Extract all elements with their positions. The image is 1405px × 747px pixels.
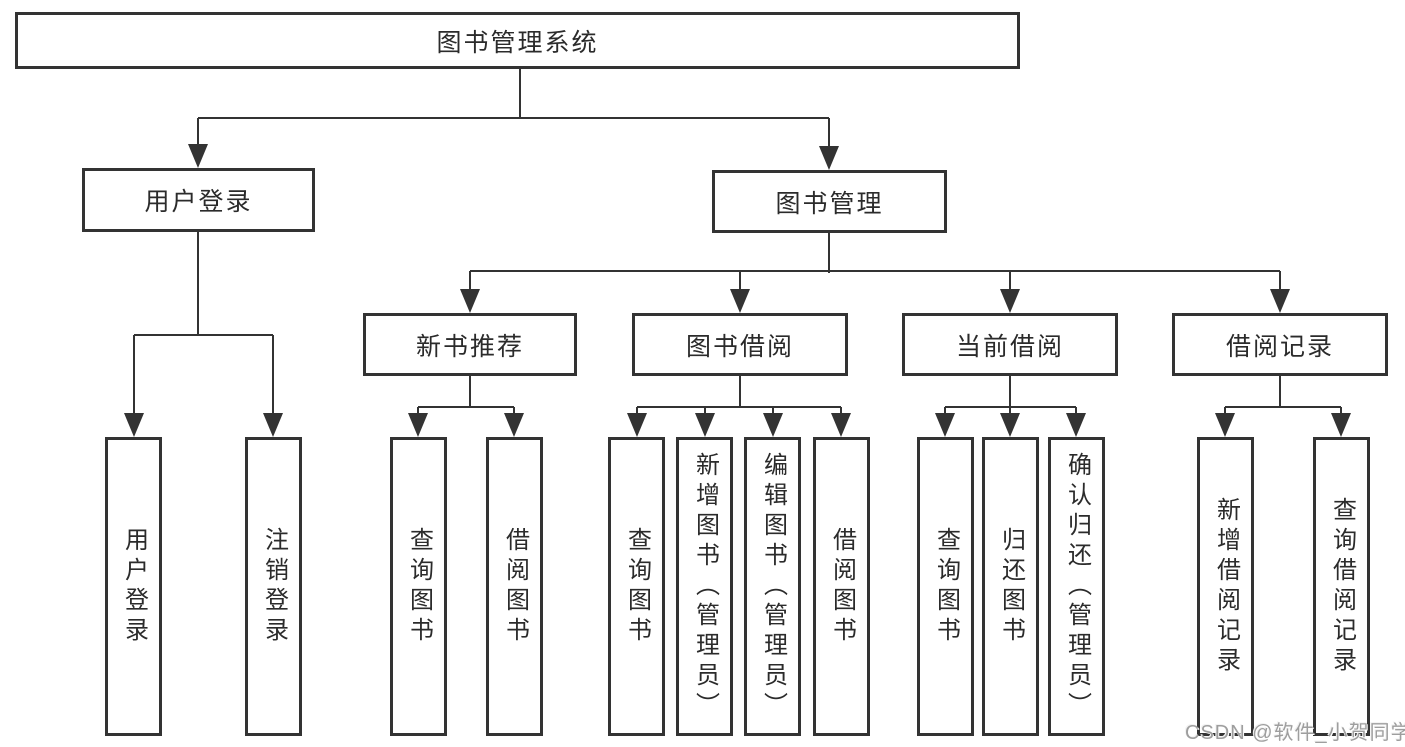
node-leaf-query-books-borrow: 查询图书 — [608, 437, 665, 736]
connector-line — [1008, 407, 1012, 417]
node-leaf-add-borrow-record: 新增借阅记录 — [1197, 437, 1254, 736]
connector-line — [738, 271, 742, 293]
node-leaf-borrow-books: 借阅图书 — [813, 437, 870, 736]
arrow-down-icon — [1066, 413, 1086, 437]
connector-line — [1223, 407, 1227, 417]
arrow-down-icon — [819, 146, 839, 170]
node-leaf-query-books-current: 查询图书 — [917, 437, 974, 736]
arrow-down-icon — [124, 413, 144, 437]
node-leaf-logout: 注销登录 — [245, 437, 302, 736]
connector-line — [418, 405, 514, 409]
node-label: 查询图书 — [932, 526, 960, 647]
arrow-down-icon — [935, 413, 955, 437]
connector-line — [132, 335, 136, 417]
connector-line — [468, 271, 472, 293]
node-label: 确认归还（管理员） — [1063, 451, 1091, 722]
node-leaf-edit-books-admin: 编辑图书（管理员） — [744, 437, 801, 736]
arrow-down-icon — [730, 289, 750, 313]
connector-line — [196, 232, 200, 336]
connector-line — [637, 405, 841, 409]
connector-line — [827, 118, 831, 152]
node-label: 图书借阅 — [685, 332, 794, 361]
arrow-down-icon — [1270, 289, 1290, 313]
connector-line — [512, 407, 516, 417]
arrow-down-icon — [188, 144, 208, 168]
csdn-watermark: CSDN @软件_小贺同学 — [1185, 722, 1405, 744]
connector-line — [196, 118, 200, 150]
connector-line — [1278, 271, 1282, 293]
connector-line — [1339, 407, 1343, 417]
node-label: 新增图书（管理员） — [691, 451, 719, 722]
connector-line — [1008, 271, 1012, 293]
connector-line — [416, 407, 420, 417]
node-root-system: 图书管理系统 — [15, 12, 1020, 69]
connector-line — [738, 376, 742, 408]
node-label: 图书管理 — [775, 189, 884, 218]
node-current-borrowing: 当前借阅 — [902, 313, 1118, 376]
node-label: 查询借阅记录 — [1328, 496, 1356, 677]
node-new-book-recommend: 新书推荐 — [363, 313, 577, 376]
node-label: 图书管理系统 — [436, 28, 599, 57]
node-label: 用户登录 — [144, 188, 253, 216]
node-label: 新书推荐 — [415, 332, 524, 361]
node-leaf-add-books-admin: 新增图书（管理员） — [676, 437, 733, 736]
arrow-down-icon — [504, 413, 524, 437]
connector-line — [198, 116, 829, 120]
connector-line — [827, 233, 831, 273]
node-label: 借阅图书 — [501, 526, 529, 647]
connector-line — [1074, 407, 1078, 417]
connector-line — [468, 376, 472, 408]
node-label: 注销登录 — [260, 526, 288, 647]
node-leaf-query-books-recommend: 查询图书 — [390, 437, 447, 736]
arrow-down-icon — [460, 289, 480, 313]
connector-line — [518, 68, 522, 118]
arrow-down-icon — [763, 413, 783, 437]
arrow-down-icon — [831, 413, 851, 437]
connector-line — [1008, 376, 1012, 408]
connector-line — [635, 407, 639, 417]
arrow-down-icon — [627, 413, 647, 437]
connector-line — [134, 333, 273, 337]
connector-line — [470, 269, 1280, 273]
arrow-down-icon — [1000, 289, 1020, 313]
node-label: 新增借阅记录 — [1212, 496, 1240, 677]
connector-line — [943, 407, 947, 417]
node-label: 用户登录 — [120, 526, 148, 647]
node-user-login: 用户登录 — [82, 168, 315, 232]
arrow-down-icon — [1000, 413, 1020, 437]
node-label: 借阅记录 — [1225, 332, 1334, 361]
connector-line — [271, 335, 275, 417]
node-leaf-user-login: 用户登录 — [105, 437, 162, 736]
node-leaf-borrow-books-recommend: 借阅图书 — [486, 437, 543, 736]
arrow-down-icon — [408, 413, 428, 437]
arrow-down-icon — [263, 413, 283, 437]
node-label: 借阅图书 — [828, 526, 856, 647]
arrow-down-icon — [1215, 413, 1235, 437]
connector-line — [771, 407, 775, 417]
node-label: 当前借阅 — [955, 332, 1064, 361]
node-book-management: 图书管理 — [712, 170, 947, 233]
node-label: 查询图书 — [623, 526, 651, 647]
connector-line — [1278, 376, 1282, 408]
node-label: 编辑图书（管理员） — [759, 451, 787, 722]
node-leaf-confirm-return-admin: 确认归还（管理员） — [1048, 437, 1105, 736]
node-book-borrowing: 图书借阅 — [632, 313, 848, 376]
connector-line — [1225, 405, 1341, 409]
arrow-down-icon — [1331, 413, 1351, 437]
node-leaf-query-borrow-record: 查询借阅记录 — [1313, 437, 1370, 736]
arrow-down-icon — [695, 413, 715, 437]
node-borrow-records: 借阅记录 — [1172, 313, 1388, 376]
node-label: 查询图书 — [405, 526, 433, 647]
connector-line — [703, 407, 707, 417]
connector-line — [839, 407, 843, 417]
node-leaf-return-books: 归还图书 — [982, 437, 1039, 736]
node-label: 归还图书 — [997, 526, 1025, 647]
